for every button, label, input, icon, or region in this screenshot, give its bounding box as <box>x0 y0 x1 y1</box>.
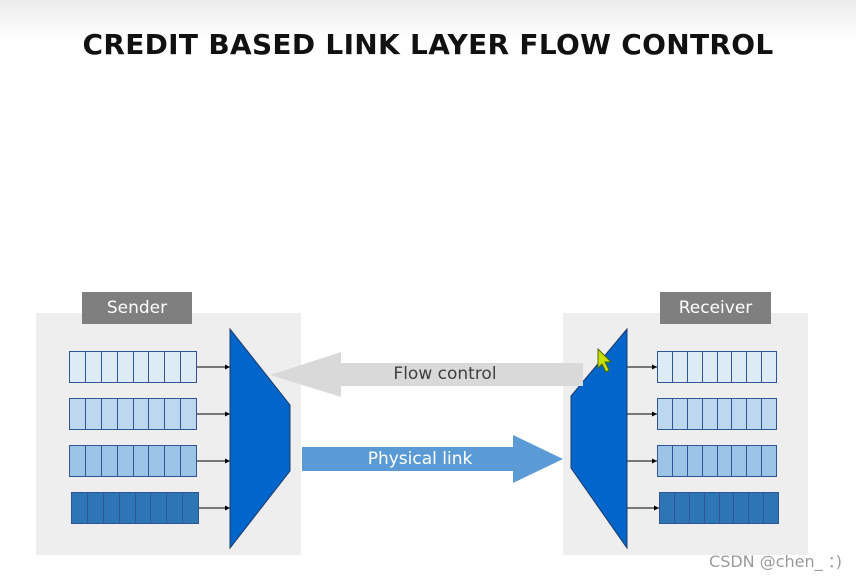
receiver-label: Receiver <box>660 292 771 324</box>
queue-slot <box>703 352 718 382</box>
queue-slot <box>149 446 166 476</box>
queue-slot <box>658 352 673 382</box>
queue-slot <box>104 493 120 523</box>
queue-slot <box>149 352 166 382</box>
queue-slot <box>673 446 688 476</box>
title-bar-background <box>0 0 856 40</box>
watermark: CSDN @chen_ ：) <box>709 552 842 571</box>
queue-slot <box>703 399 718 429</box>
queue-slot <box>165 399 182 429</box>
queue-slot <box>734 493 750 523</box>
queue-slot <box>102 352 118 382</box>
queue-slot <box>675 493 690 523</box>
queue-slot <box>732 446 748 476</box>
queue-slot <box>718 446 733 476</box>
queue-slot <box>688 352 703 382</box>
sender-queue-2 <box>69 398 197 430</box>
queue-slot <box>705 493 720 523</box>
queue-slot <box>86 399 102 429</box>
sender-queue-3 <box>69 445 197 477</box>
queue-slot <box>732 352 748 382</box>
queue-slot <box>688 446 703 476</box>
queue-slot <box>673 399 688 429</box>
queue-slot <box>70 352 86 382</box>
receiver-demux <box>570 327 628 550</box>
flow-control-label: Flow control <box>393 364 497 384</box>
queue-slot <box>102 446 118 476</box>
queue-slot <box>134 446 150 476</box>
flow-control-arrow <box>270 352 583 397</box>
queue-slot <box>673 352 688 382</box>
physical-link-arrow <box>302 435 563 483</box>
queue-slot <box>747 446 763 476</box>
queue-slot <box>134 399 150 429</box>
queue-slot <box>165 352 182 382</box>
queue-slot <box>658 399 673 429</box>
queue-slot <box>134 352 150 382</box>
queue-slot <box>688 399 703 429</box>
queue-slot <box>167 493 184 523</box>
queue-slot <box>149 399 166 429</box>
queue-slot <box>732 399 748 429</box>
receiver-queue-1 <box>657 351 777 383</box>
receiver-queue-2 <box>657 398 777 430</box>
queue-slot <box>70 399 86 429</box>
queue-slot <box>70 446 86 476</box>
queue-slot <box>86 446 102 476</box>
queue-slot <box>165 446 182 476</box>
queue-slot <box>118 446 134 476</box>
queue-slot <box>86 352 102 382</box>
physical-link-label: Physical link <box>367 449 473 469</box>
slide-title: CREDIT BASED LINK LAYER FLOW CONTROL <box>82 28 774 61</box>
queue-slot <box>660 493 675 523</box>
receiver-queue-4 <box>659 492 779 524</box>
queue-slot <box>718 352 733 382</box>
queue-slot <box>747 399 763 429</box>
queue-slot <box>703 446 718 476</box>
queue-slot <box>151 493 168 523</box>
sender-queue-4 <box>71 492 199 524</box>
queue-slot <box>690 493 705 523</box>
sender-queue-1 <box>69 351 197 383</box>
queue-slot <box>102 399 118 429</box>
queue-slot <box>658 446 673 476</box>
queue-slot <box>118 352 134 382</box>
queue-slot <box>136 493 152 523</box>
sender-mux <box>229 327 291 550</box>
queue-slot <box>747 352 763 382</box>
queue-slot <box>72 493 88 523</box>
queue-slot <box>718 399 733 429</box>
receiver-queue-3 <box>657 445 777 477</box>
queue-slot <box>749 493 765 523</box>
queue-slot <box>118 399 134 429</box>
mouse-cursor-icon <box>597 347 613 373</box>
queue-slot <box>88 493 104 523</box>
queue-slot <box>720 493 735 523</box>
sender-label: Sender <box>82 292 192 324</box>
queue-slot <box>120 493 136 523</box>
